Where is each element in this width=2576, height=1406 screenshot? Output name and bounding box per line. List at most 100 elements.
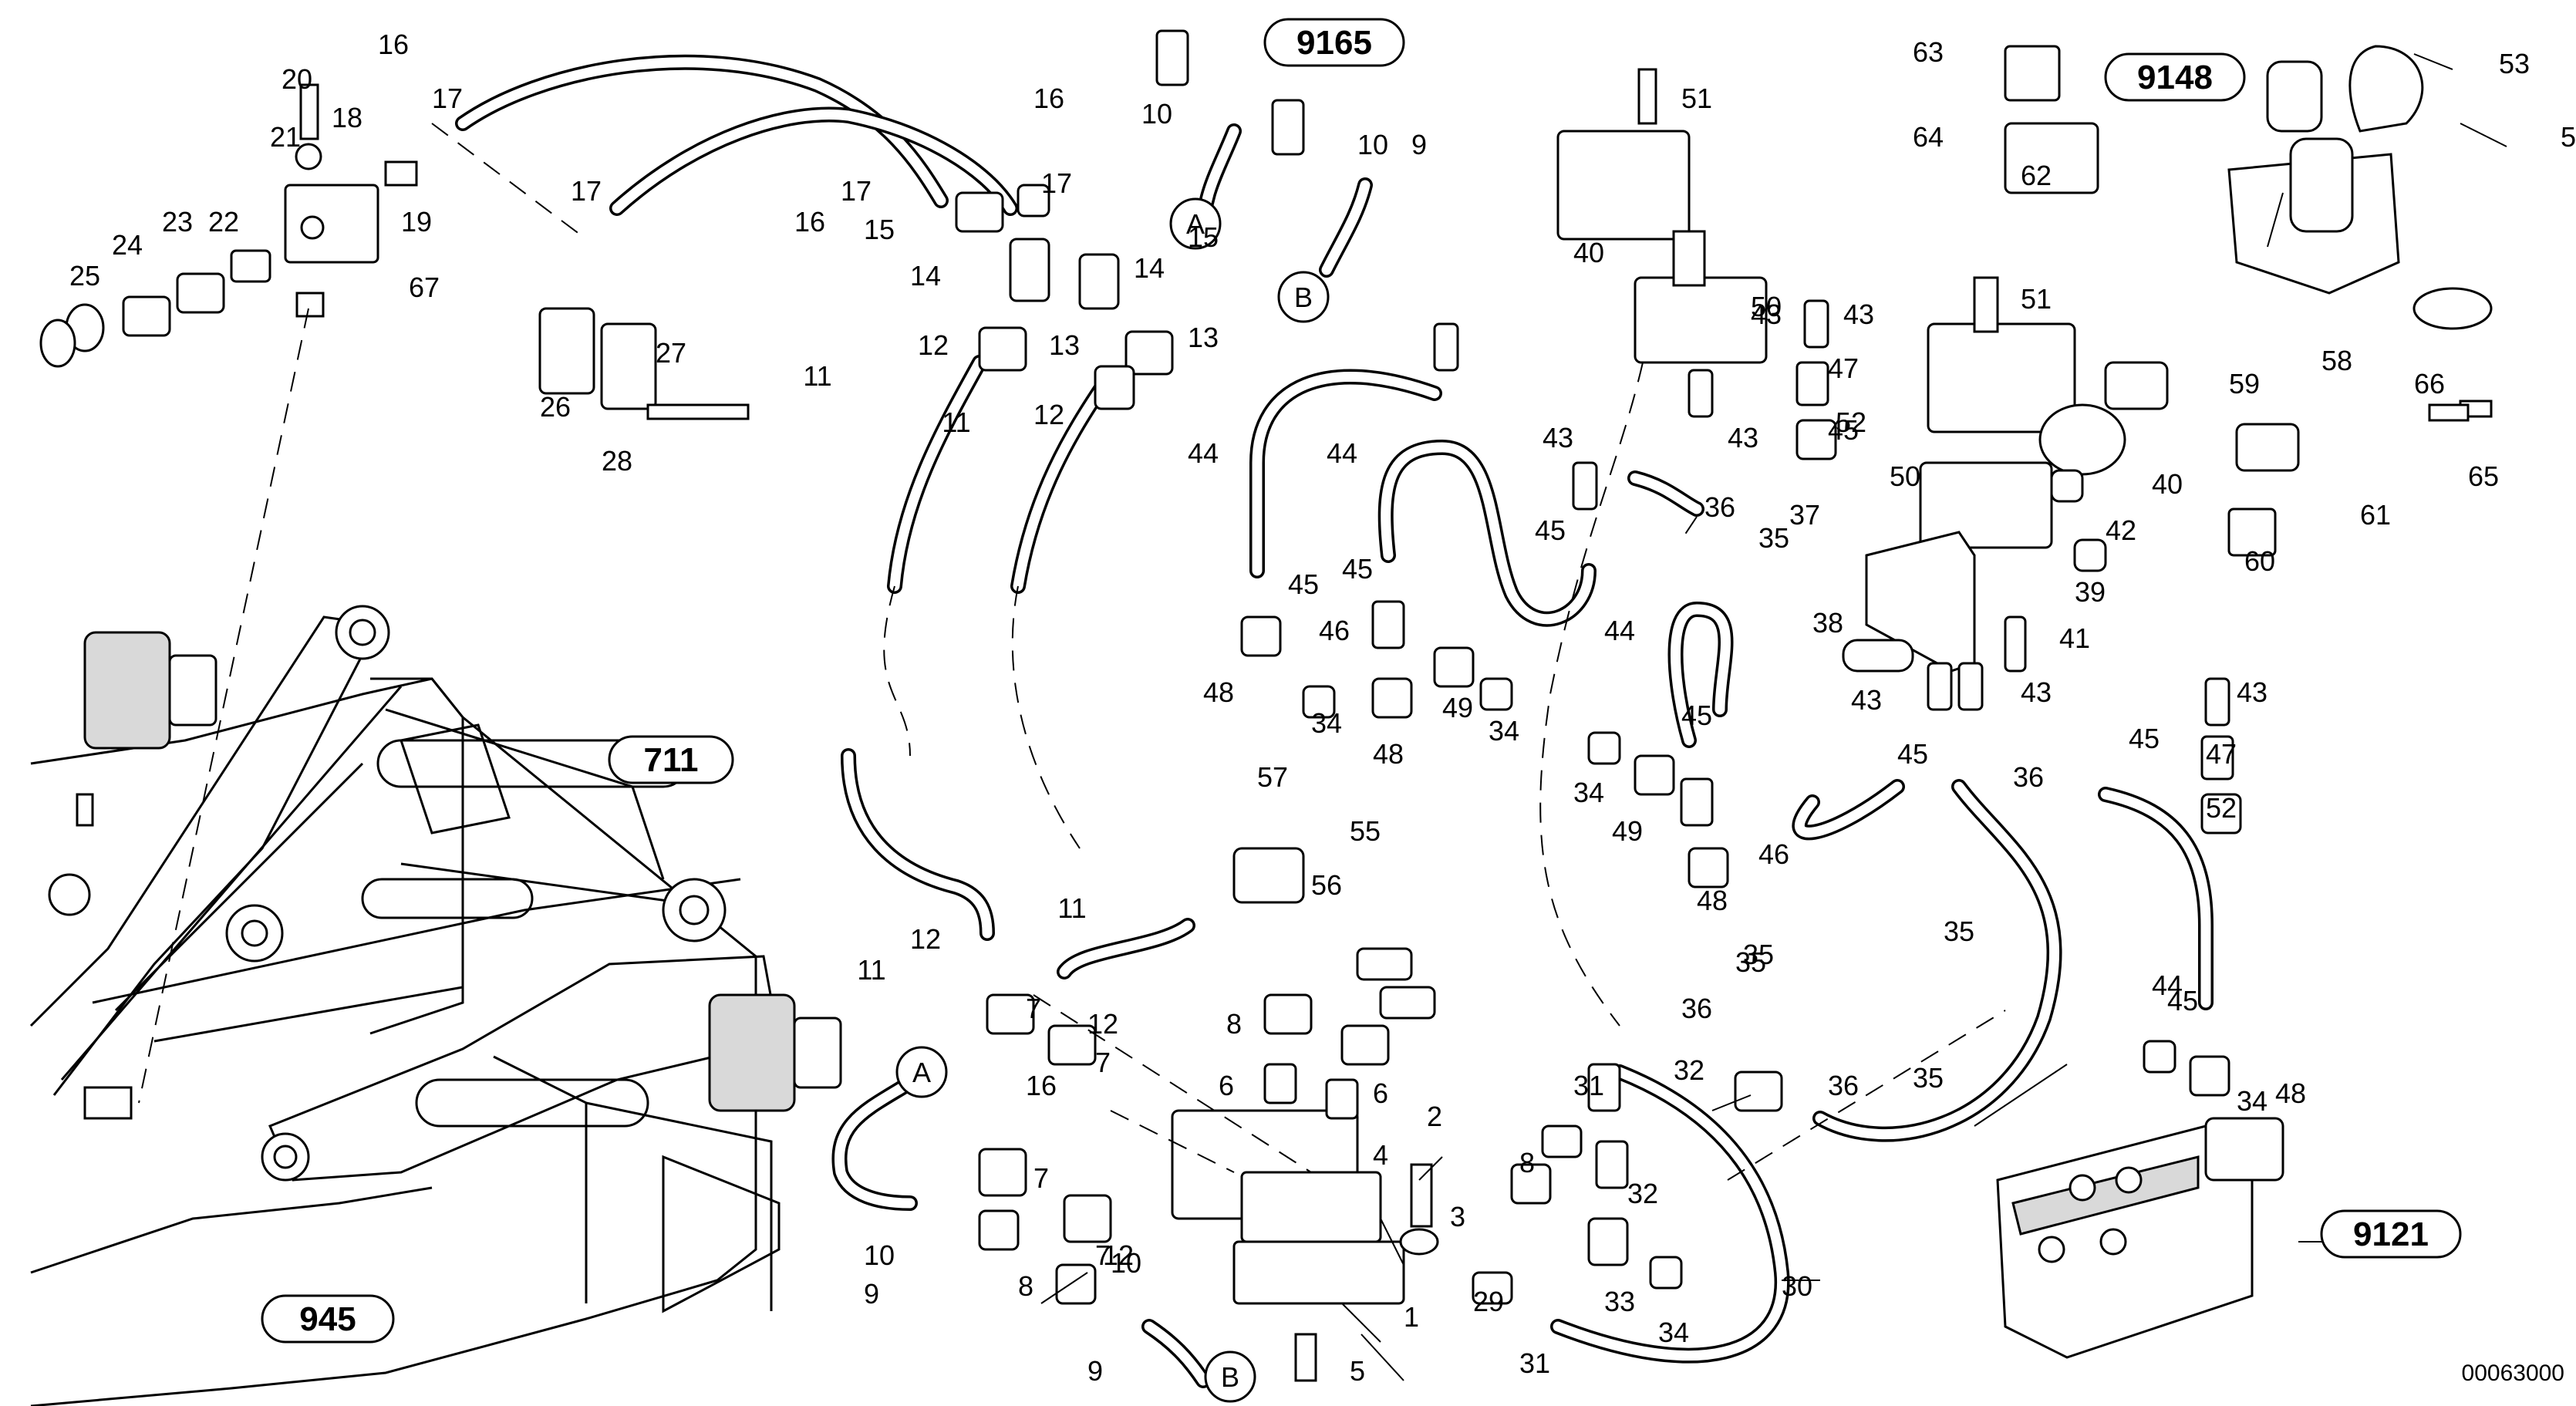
- part-callout-7: 7: [1095, 1047, 1111, 1078]
- part-callout-28: 28: [602, 445, 632, 477]
- marker-b-top: B: [1277, 271, 1330, 323]
- part-callout-23: 23: [162, 206, 193, 238]
- part-callout-43: 43: [2021, 676, 2052, 708]
- part-callout-11: 11: [942, 406, 970, 438]
- part-callout-34: 34: [1311, 707, 1342, 739]
- part-callout-35: 35: [1735, 946, 1766, 978]
- part-callout-12: 12: [910, 923, 941, 955]
- drawing-code: 00063000: [2462, 1360, 2564, 1386]
- reference-label-9148: 9148: [2104, 52, 2246, 102]
- part-callout-52: 52: [2206, 792, 2237, 824]
- part-callout-14: 14: [1134, 252, 1165, 284]
- part-callout-33: 33: [1604, 1286, 1635, 1317]
- svg-text:A: A: [1186, 208, 1205, 240]
- part-callout-32: 32: [1627, 1178, 1658, 1209]
- part-callout-52: 52: [1836, 406, 1866, 438]
- part-callout-34: 34: [1658, 1317, 1689, 1348]
- svg-text:9121: 9121: [2353, 1215, 2429, 1253]
- reference-label-945: 945: [261, 1294, 395, 1344]
- part-callout-46: 46: [1758, 838, 1789, 870]
- part-callout-27: 27: [656, 337, 686, 369]
- part-callout-44: 44: [2152, 969, 2183, 1001]
- part-callout-29: 29: [1473, 1286, 1504, 1317]
- part-callout-51: 51: [1681, 83, 1712, 114]
- part-callout-25: 25: [69, 260, 100, 292]
- part-callout-64: 64: [1913, 121, 1944, 153]
- part-callout-55: 55: [1350, 815, 1381, 847]
- marker-a-bottom: A: [895, 1046, 948, 1098]
- part-callout-22: 22: [208, 206, 239, 238]
- part-callout-36: 36: [1681, 993, 1712, 1024]
- part-callout-46: 46: [1319, 615, 1350, 646]
- part-callout-31: 31: [1519, 1347, 1550, 1379]
- marker-b-bottom: B: [1204, 1350, 1256, 1403]
- part-callout-43: 43: [1751, 298, 1782, 330]
- reference-label-9121: 9121: [2320, 1209, 2462, 1259]
- part-callout-8: 8: [1519, 1147, 1535, 1178]
- part-callout-45: 45: [1828, 414, 1859, 446]
- part-callout-32: 32: [1674, 1054, 1704, 1086]
- part-callout-12: 12: [1033, 399, 1064, 430]
- part-callout-66: 66: [2414, 368, 2445, 400]
- svg-text:B: B: [1294, 282, 1313, 313]
- part-callout-45: 45: [1288, 568, 1319, 600]
- part-callout-51: 51: [2021, 283, 2052, 315]
- part-callout-62: 62: [2021, 160, 2052, 191]
- part-callout-57: 57: [1257, 761, 1288, 793]
- part-callout-2: 2: [1427, 1101, 1442, 1132]
- part-callout-45: 45: [2167, 985, 2198, 1017]
- part-callout-41: 41: [2059, 622, 2090, 654]
- part-callout-35: 35: [1944, 915, 1974, 947]
- part-callout-10: 10: [1141, 98, 1172, 130]
- part-callout-49: 49: [1442, 692, 1473, 723]
- svg-text:945: 945: [299, 1300, 356, 1338]
- part-callout-7: 7: [1095, 1239, 1111, 1271]
- part-callout-5: 5: [1350, 1355, 1365, 1387]
- part-callout-37: 37: [1789, 499, 1820, 531]
- part-callout-65: 65: [2468, 460, 2499, 492]
- part-callout-43: 43: [1728, 422, 1758, 453]
- marker-a-top: A: [1169, 197, 1222, 250]
- part-callout-21: 21: [270, 121, 301, 153]
- part-callout-44: 44: [1188, 437, 1219, 469]
- hose-lines: [455, 54, 2214, 1388]
- part-callout-16: 16: [1026, 1070, 1057, 1101]
- part-callout-45: 45: [2129, 723, 2160, 754]
- part-callout-12: 12: [1103, 1239, 1134, 1271]
- part-callout-40: 40: [1573, 237, 1604, 268]
- part-callout-16: 16: [1033, 83, 1064, 114]
- part-callout-35: 35: [1913, 1062, 1944, 1094]
- part-callout-47: 47: [1828, 352, 1859, 384]
- part-callout-60: 60: [2244, 545, 2275, 577]
- part-callout-45: 45: [1681, 700, 1712, 731]
- part-callout-50: 50: [1890, 460, 1920, 492]
- part-callout-43: 43: [1543, 422, 1573, 453]
- part-callout-59: 59: [2229, 368, 2260, 400]
- svg-text:9148: 9148: [2137, 59, 2213, 96]
- part-callout-34: 34: [1489, 715, 1519, 747]
- part-callout-50: 50: [1751, 291, 1782, 322]
- svg-text:A: A: [912, 1057, 931, 1088]
- part-callout-44: 44: [1327, 437, 1357, 469]
- part-callout-35: 35: [1758, 522, 1789, 554]
- part-callout-11: 11: [803, 360, 831, 392]
- part-callout-19: 19: [401, 206, 432, 238]
- part-callout-13: 13: [1188, 322, 1219, 353]
- part-callout-54: 54: [2561, 121, 2576, 153]
- reference-lines: [138, 123, 2006, 1181]
- part-callout-44: 44: [1604, 615, 1635, 646]
- part-callout-1: 1: [1404, 1301, 1419, 1333]
- part-callout-18: 18: [332, 102, 362, 133]
- part-callout-8: 8: [1226, 1008, 1242, 1040]
- part-callout-9: 9: [1411, 129, 1427, 160]
- svg-text:B: B: [1221, 1361, 1239, 1393]
- part-callout-36: 36: [2013, 761, 2044, 793]
- part-callout-36: 36: [1828, 1070, 1859, 1101]
- part-callout-16: 16: [378, 29, 409, 60]
- svg-text:9165: 9165: [1296, 24, 1372, 62]
- part-callout-40: 40: [2152, 468, 2183, 500]
- part-callout-34: 34: [1573, 777, 1604, 808]
- part-callout-20: 20: [282, 63, 312, 95]
- part-callout-61: 61: [2360, 499, 2391, 531]
- reference-label-711: 711: [608, 735, 734, 784]
